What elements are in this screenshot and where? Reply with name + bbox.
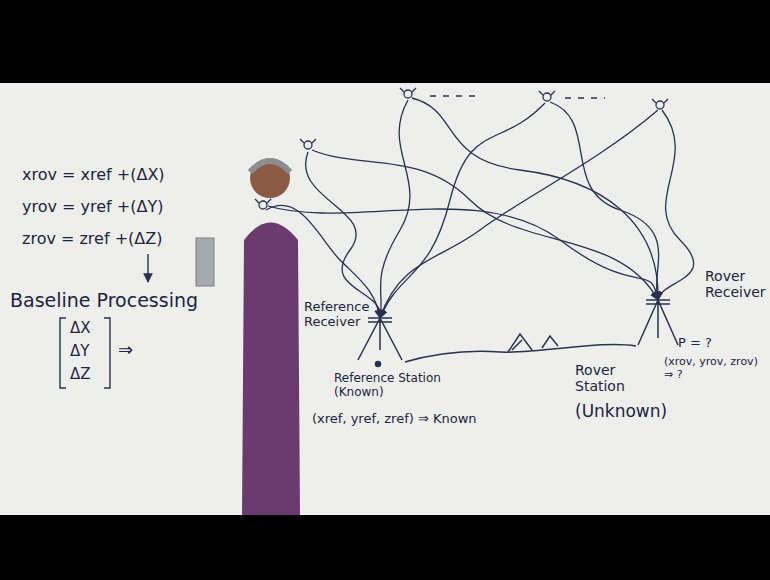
matrix-cell: ΔY — [70, 343, 89, 360]
video-bar — [0, 0, 770, 83]
equation: xrov = xref +(ΔX) — [22, 166, 165, 184]
eraser — [196, 238, 214, 286]
receiver-label: Reference Receiver — [304, 300, 368, 330]
equation: yrov = yref +(ΔY) — [22, 198, 163, 216]
matrix-brackets — [60, 254, 148, 388]
video-bar — [0, 515, 770, 580]
equation: zrov = zref +(ΔZ) — [22, 230, 162, 248]
signal-paths — [266, 98, 694, 318]
implies-arrow: ⇒ — [118, 340, 133, 361]
coordinate-label: (xref, yref, zref) ⇒ Known — [312, 412, 477, 427]
lecturer — [242, 158, 300, 515]
receiver-label: Rover Receiver — [705, 268, 763, 300]
status-label: (Unknown) — [575, 402, 667, 422]
matrix-cell: ΔZ — [70, 366, 91, 383]
coordinate-label: (xrov, yrov, zrov) ⇒ ? — [664, 356, 764, 381]
matrix-cell: ΔX — [70, 320, 91, 337]
tripods-and-ground — [358, 300, 678, 367]
whiteboard — [0, 83, 770, 515]
point-label: P = ? — [678, 336, 712, 351]
station-label: Reference Station (Known) — [334, 372, 444, 400]
section-heading: Baseline Processing — [10, 290, 198, 312]
satellite-symbols — [255, 88, 668, 209]
station-label: Rover Station — [575, 362, 655, 394]
